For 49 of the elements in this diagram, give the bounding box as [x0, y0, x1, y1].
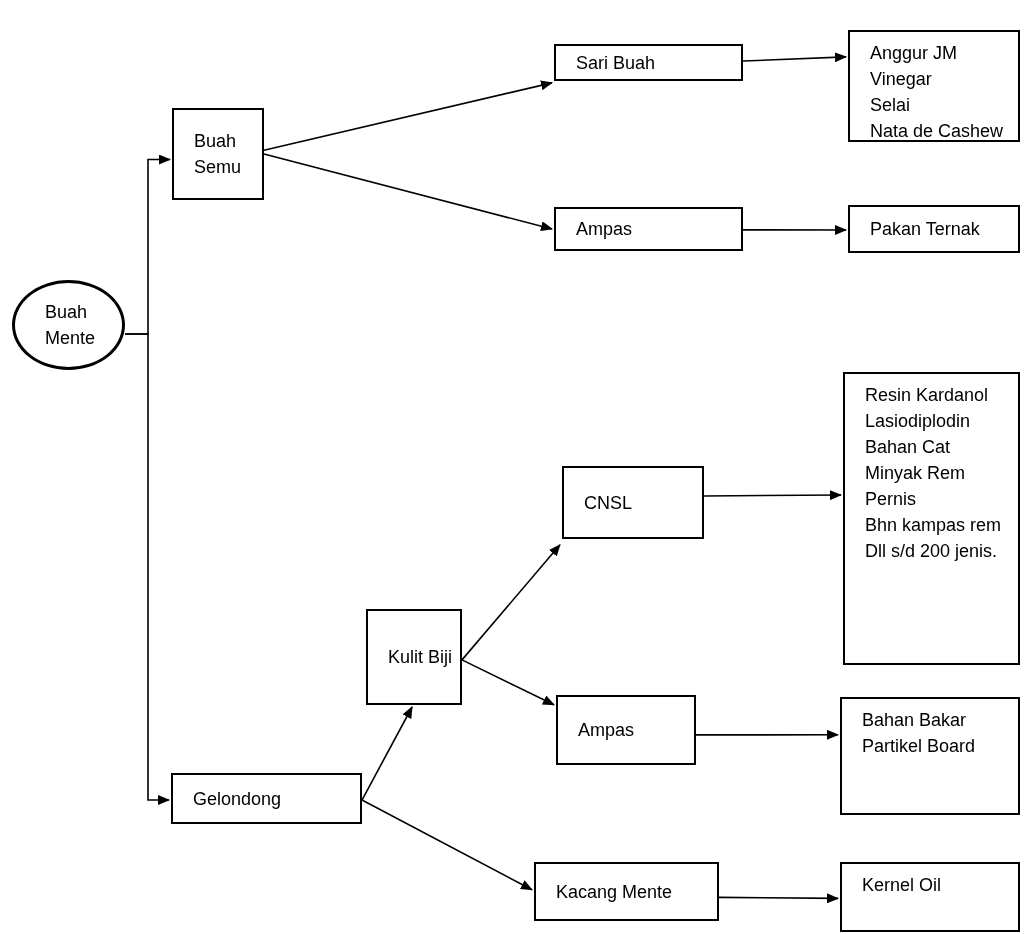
node-label: Gelondong — [193, 787, 282, 811]
node-label: Partikel Board — [862, 735, 976, 758]
process-box — [840, 862, 1020, 932]
arrow — [703, 490, 842, 501]
node-label: Bhn kampas rem — [865, 514, 1002, 537]
node-label: Ampas — [578, 719, 635, 742]
process-box — [848, 30, 1020, 142]
process-box — [554, 44, 743, 81]
process-box — [562, 466, 704, 539]
arrow — [361, 799, 533, 891]
arrow — [461, 544, 561, 661]
arrow — [742, 52, 847, 63]
node-label: Pakan Ternak — [870, 218, 980, 241]
arrow — [263, 80, 553, 152]
arrow — [124, 333, 170, 806]
node-label: Resin Kardanol — [865, 384, 989, 407]
arrow — [461, 659, 555, 706]
arrow — [695, 729, 839, 740]
process-box — [848, 205, 1020, 253]
node-label: Lasiodiplodin — [865, 410, 971, 433]
node-label: Sari Buah — [576, 51, 656, 75]
node-label: Kulit Biji — [388, 646, 453, 669]
process-box — [366, 609, 462, 705]
arrow — [742, 224, 847, 235]
process-box — [843, 372, 1020, 665]
node-label: Anggur JM — [870, 42, 958, 65]
process-box — [171, 773, 362, 824]
node-label: Buah Semu — [194, 130, 243, 179]
node-label: Nata de Cashew — [870, 120, 1004, 143]
node-label: Ampas — [576, 218, 633, 241]
process-box — [556, 695, 696, 765]
node-label: Kernel Oil — [862, 874, 942, 897]
arrow — [718, 893, 839, 904]
arrow — [263, 153, 553, 232]
node-label: Buah Mente — [45, 301, 97, 350]
process-box — [840, 697, 1020, 815]
node-label: Vinegar — [870, 68, 932, 91]
node-label: CNSL — [584, 491, 632, 515]
node-label: Bahan Cat — [865, 436, 951, 459]
process-box — [554, 207, 743, 251]
node-label: Selai — [870, 94, 911, 117]
node-label: Dll s/d 200 jenis. — [865, 540, 998, 563]
node-label: Minyak Rem — [865, 462, 966, 485]
process-box — [534, 862, 719, 921]
arrow — [361, 706, 413, 801]
node-label: Kacang Mente — [556, 880, 673, 904]
process-box — [172, 108, 264, 200]
node-label: Bahan Bakar — [862, 709, 967, 732]
node-label: Pernis — [865, 488, 917, 511]
